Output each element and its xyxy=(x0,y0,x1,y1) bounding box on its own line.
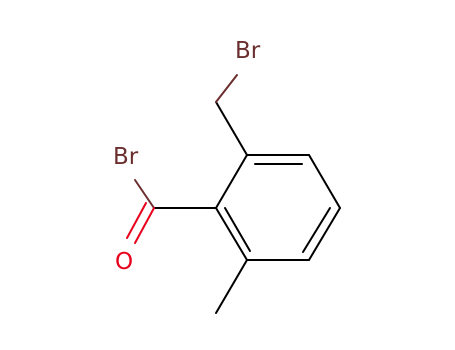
oxygen-label: O xyxy=(115,249,133,275)
bromine-label-left: Br xyxy=(113,144,139,170)
ring-bond-c1-c2 xyxy=(215,154,248,209)
bromine-label-top: Br xyxy=(235,38,261,64)
ring-bond-c4-c5 xyxy=(308,207,341,261)
bond-carbonyl-br xyxy=(134,179,155,209)
bond-methyl xyxy=(215,259,248,314)
bond-ring-ch2 xyxy=(215,101,248,156)
bond-ch2-br xyxy=(215,74,238,103)
ring-bond-c6-c1 xyxy=(215,207,248,261)
ring-double-bond-c4-c5 xyxy=(302,207,331,253)
carbonyl-double-bond-inner xyxy=(126,202,147,239)
ring-double-bond-c6-c1 xyxy=(224,207,251,252)
carbonyl-double-bond-outer xyxy=(134,207,155,244)
ring-bond-c3-c4 xyxy=(308,154,341,209)
